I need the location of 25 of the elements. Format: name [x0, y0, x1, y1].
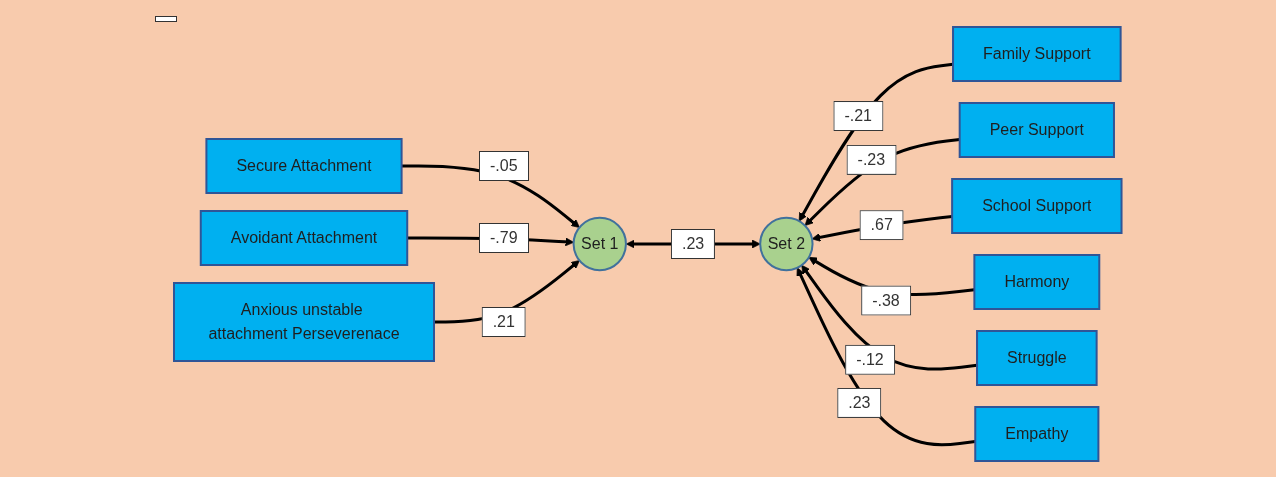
node-box: Avoidant Attachment	[199, 210, 408, 266]
node-box: School Support	[950, 178, 1123, 234]
edge-label: .67	[870, 216, 893, 234]
node-box: Struggle	[975, 330, 1098, 386]
edge-label: -.12	[855, 350, 884, 368]
edge-label: -.38	[871, 291, 900, 309]
node-circle: Set 2	[758, 216, 814, 272]
node-box: Peer Support	[958, 102, 1115, 158]
edge-label: -.23	[857, 150, 885, 168]
node-box: Harmony	[973, 254, 1100, 310]
edge-label: .21	[492, 313, 515, 330]
edge-label: .23	[681, 235, 704, 252]
arrow	[804, 138, 960, 226]
node-circle: Set 1	[572, 216, 627, 272]
arrow	[798, 62, 953, 222]
edge-label: -.05	[489, 157, 518, 174]
edge-label: -.21	[844, 107, 872, 125]
arrow	[433, 260, 580, 324]
node-box: Anxious unstable attachment Perseverenace	[172, 282, 435, 362]
node-box: Family Support	[951, 26, 1122, 82]
node-box: Empathy	[974, 406, 1100, 462]
edge-label: .23	[847, 393, 871, 411]
node-box: Secure Attachment	[205, 138, 403, 194]
arrow	[801, 264, 977, 371]
edge-label: -.79	[489, 229, 518, 246]
